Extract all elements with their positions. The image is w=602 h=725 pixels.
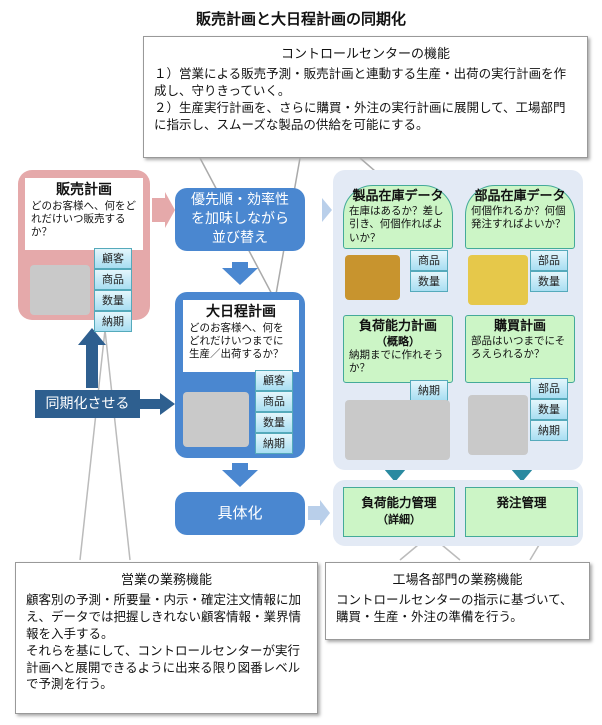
sales-plan-card: 販売計画 どのお客様へ、何をどれだけいつ販売するか？ xyxy=(25,178,143,250)
tag: 商品 xyxy=(94,269,132,290)
boxes-illustration xyxy=(345,255,400,300)
tag: 納期 xyxy=(255,433,293,454)
master-schedule-question: どのお客様へ、何をどれだけいつまでに生産／出荷するか？ xyxy=(189,321,284,360)
arrow-left-lightblue xyxy=(322,198,332,222)
control-center-item: １）営業による販売予測・販売計画と連動する生産・出荷の実行計画を作成し、守りきっ… xyxy=(154,66,567,98)
control-center-heading: コントロールセンターの機能 xyxy=(280,47,450,62)
load-plan-title: 負荷能力計画 xyxy=(358,319,437,334)
tag: 納期 xyxy=(530,420,568,441)
tag: 部品 xyxy=(530,250,568,271)
load-plan-subtitle: （概略） xyxy=(376,335,420,349)
tag: 数量 xyxy=(530,271,568,292)
sync-label: 同期化させる xyxy=(35,390,140,418)
load-plan-card: 負荷能力計画 （概略） 納期までに作れそうか？ xyxy=(343,315,453,383)
tag: 顧客 xyxy=(255,370,293,391)
master-schedule-box: 大日程計画 どのお客様へ、何をどれだけいつまでに生産／出荷するか？ 顧客 商品 … xyxy=(175,292,305,458)
purchase-plan-card: 購買計画 部品はいつまでにそろえられるか？ xyxy=(465,315,575,383)
parts-stock-title: 部品在庫データ xyxy=(474,189,566,204)
purchase-plan-title: 購買計画 xyxy=(493,319,546,334)
page-title: 販売計画と大日程計画の同期化 xyxy=(195,10,406,28)
arrow-down xyxy=(222,262,258,285)
priority-sort-box: 優先順・効率性を加味しながら並び替え xyxy=(175,188,305,251)
parts-stock-tags: 部品 数量 xyxy=(530,250,568,292)
concretize-box: 具体化 xyxy=(175,492,305,535)
tag: 納期 xyxy=(410,380,448,401)
product-stock-question: 在庫はあるか？差し引き、何個作ればよいか？ xyxy=(349,205,444,244)
product-stock-card: 製品在庫データ 在庫はあるか？差し引き、何個作ればよいか？ xyxy=(343,185,453,249)
load-management-subtitle: （詳細） xyxy=(377,513,421,526)
tag: 数量 xyxy=(255,412,293,433)
sales-plan-box: 販売計画 どのお客様へ、何をどれだけいつ販売するか？ 顧客 商品 数量 納期 xyxy=(18,170,150,332)
tag: 商品 xyxy=(255,391,293,412)
factory-line-illustration xyxy=(345,400,450,460)
order-management-box: 発注管理 xyxy=(465,487,578,537)
factory-function-callout: 工場各部門の業務機能 コントロールセンターの指示に基づいて、購買・生産・外注の準… xyxy=(325,562,590,640)
arrow-right-pink xyxy=(152,192,175,228)
tag: 顧客 xyxy=(94,248,132,269)
control-center-item: ２）生産実行計画を、さらに購買・外注の実行計画に展開して、工場部門に指示し、スム… xyxy=(154,99,566,132)
product-stock-title: 製品在庫データ xyxy=(352,189,444,204)
master-schedule-card: 大日程計画 どのお客様へ、何をどれだけいつまでに生産／出荷するか？ xyxy=(183,300,299,372)
worker-at-computer-illustration xyxy=(183,392,249,447)
master-schedule-tags: 顧客 商品 数量 納期 xyxy=(255,370,293,454)
sales-plan-question: どのお客様へ、何をどれだけいつ販売するか？ xyxy=(31,199,136,238)
load-plan-question: 納期までに作れそうか？ xyxy=(349,349,444,375)
load-plan-tags: 納期 xyxy=(410,380,448,401)
tag: 納期 xyxy=(94,311,132,332)
sales-plan-tags: 顧客 商品 数量 納期 xyxy=(94,248,132,332)
purchase-plan-question: 部品はいつまでにそろえられるか？ xyxy=(471,335,566,361)
arrow-up xyxy=(78,328,106,388)
tag: 数量 xyxy=(94,290,132,311)
sales-function-callout: 営業の業務機能 顧客別の予測・所要量・内示・確定注文情報に加え、データでは把握し… xyxy=(15,562,318,714)
office-worker-illustration xyxy=(30,265,90,315)
arrow-right-lightblue xyxy=(308,500,330,526)
factory-function-heading: 工場各部門の業務機能 xyxy=(392,573,523,588)
arrow-down xyxy=(222,463,258,487)
tag: 数量 xyxy=(410,271,448,292)
control-center-callout: コントロールセンターの機能 １）営業による販売予測・販売計画と連動する生産・出荷… xyxy=(143,36,588,158)
master-schedule-title: 大日程計画 xyxy=(206,304,276,320)
sales-plan-title: 販売計画 xyxy=(56,182,112,198)
load-management-title: 負荷能力管理 xyxy=(361,495,437,510)
factory-function-text: コントロールセンターの指示に基づいて、購買・生産・外注の準備を行う。 xyxy=(336,592,573,624)
parts-stock-question: 何個作れるか？何個発注すればよいか？ xyxy=(471,205,566,231)
tag: 商品 xyxy=(410,250,448,271)
tag: 部品 xyxy=(530,378,568,399)
purchase-plan-tags: 部品 数量 納期 xyxy=(530,378,568,441)
sales-function-heading: 営業の業務機能 xyxy=(120,573,212,588)
tag: 数量 xyxy=(530,399,568,420)
sales-function-text: それらを基にして、コントロールセンターが実行計画へと展開できるように出来る限り図… xyxy=(26,642,301,692)
arrow-right xyxy=(140,393,175,415)
sales-function-text: 顧客別の予測・所要量・内示・確定注文情報に加え、データでは把握しきれない顧客情報… xyxy=(26,592,302,641)
parts-shelf-illustration xyxy=(468,255,528,305)
parts-stock-card: 部品在庫データ 何個作れるか？何個発注すればよいか？ xyxy=(465,185,575,249)
load-management-box: 負荷能力管理 （詳細） xyxy=(343,487,455,537)
product-stock-tags: 商品 数量 xyxy=(410,250,448,292)
purchaser-illustration xyxy=(468,395,528,455)
